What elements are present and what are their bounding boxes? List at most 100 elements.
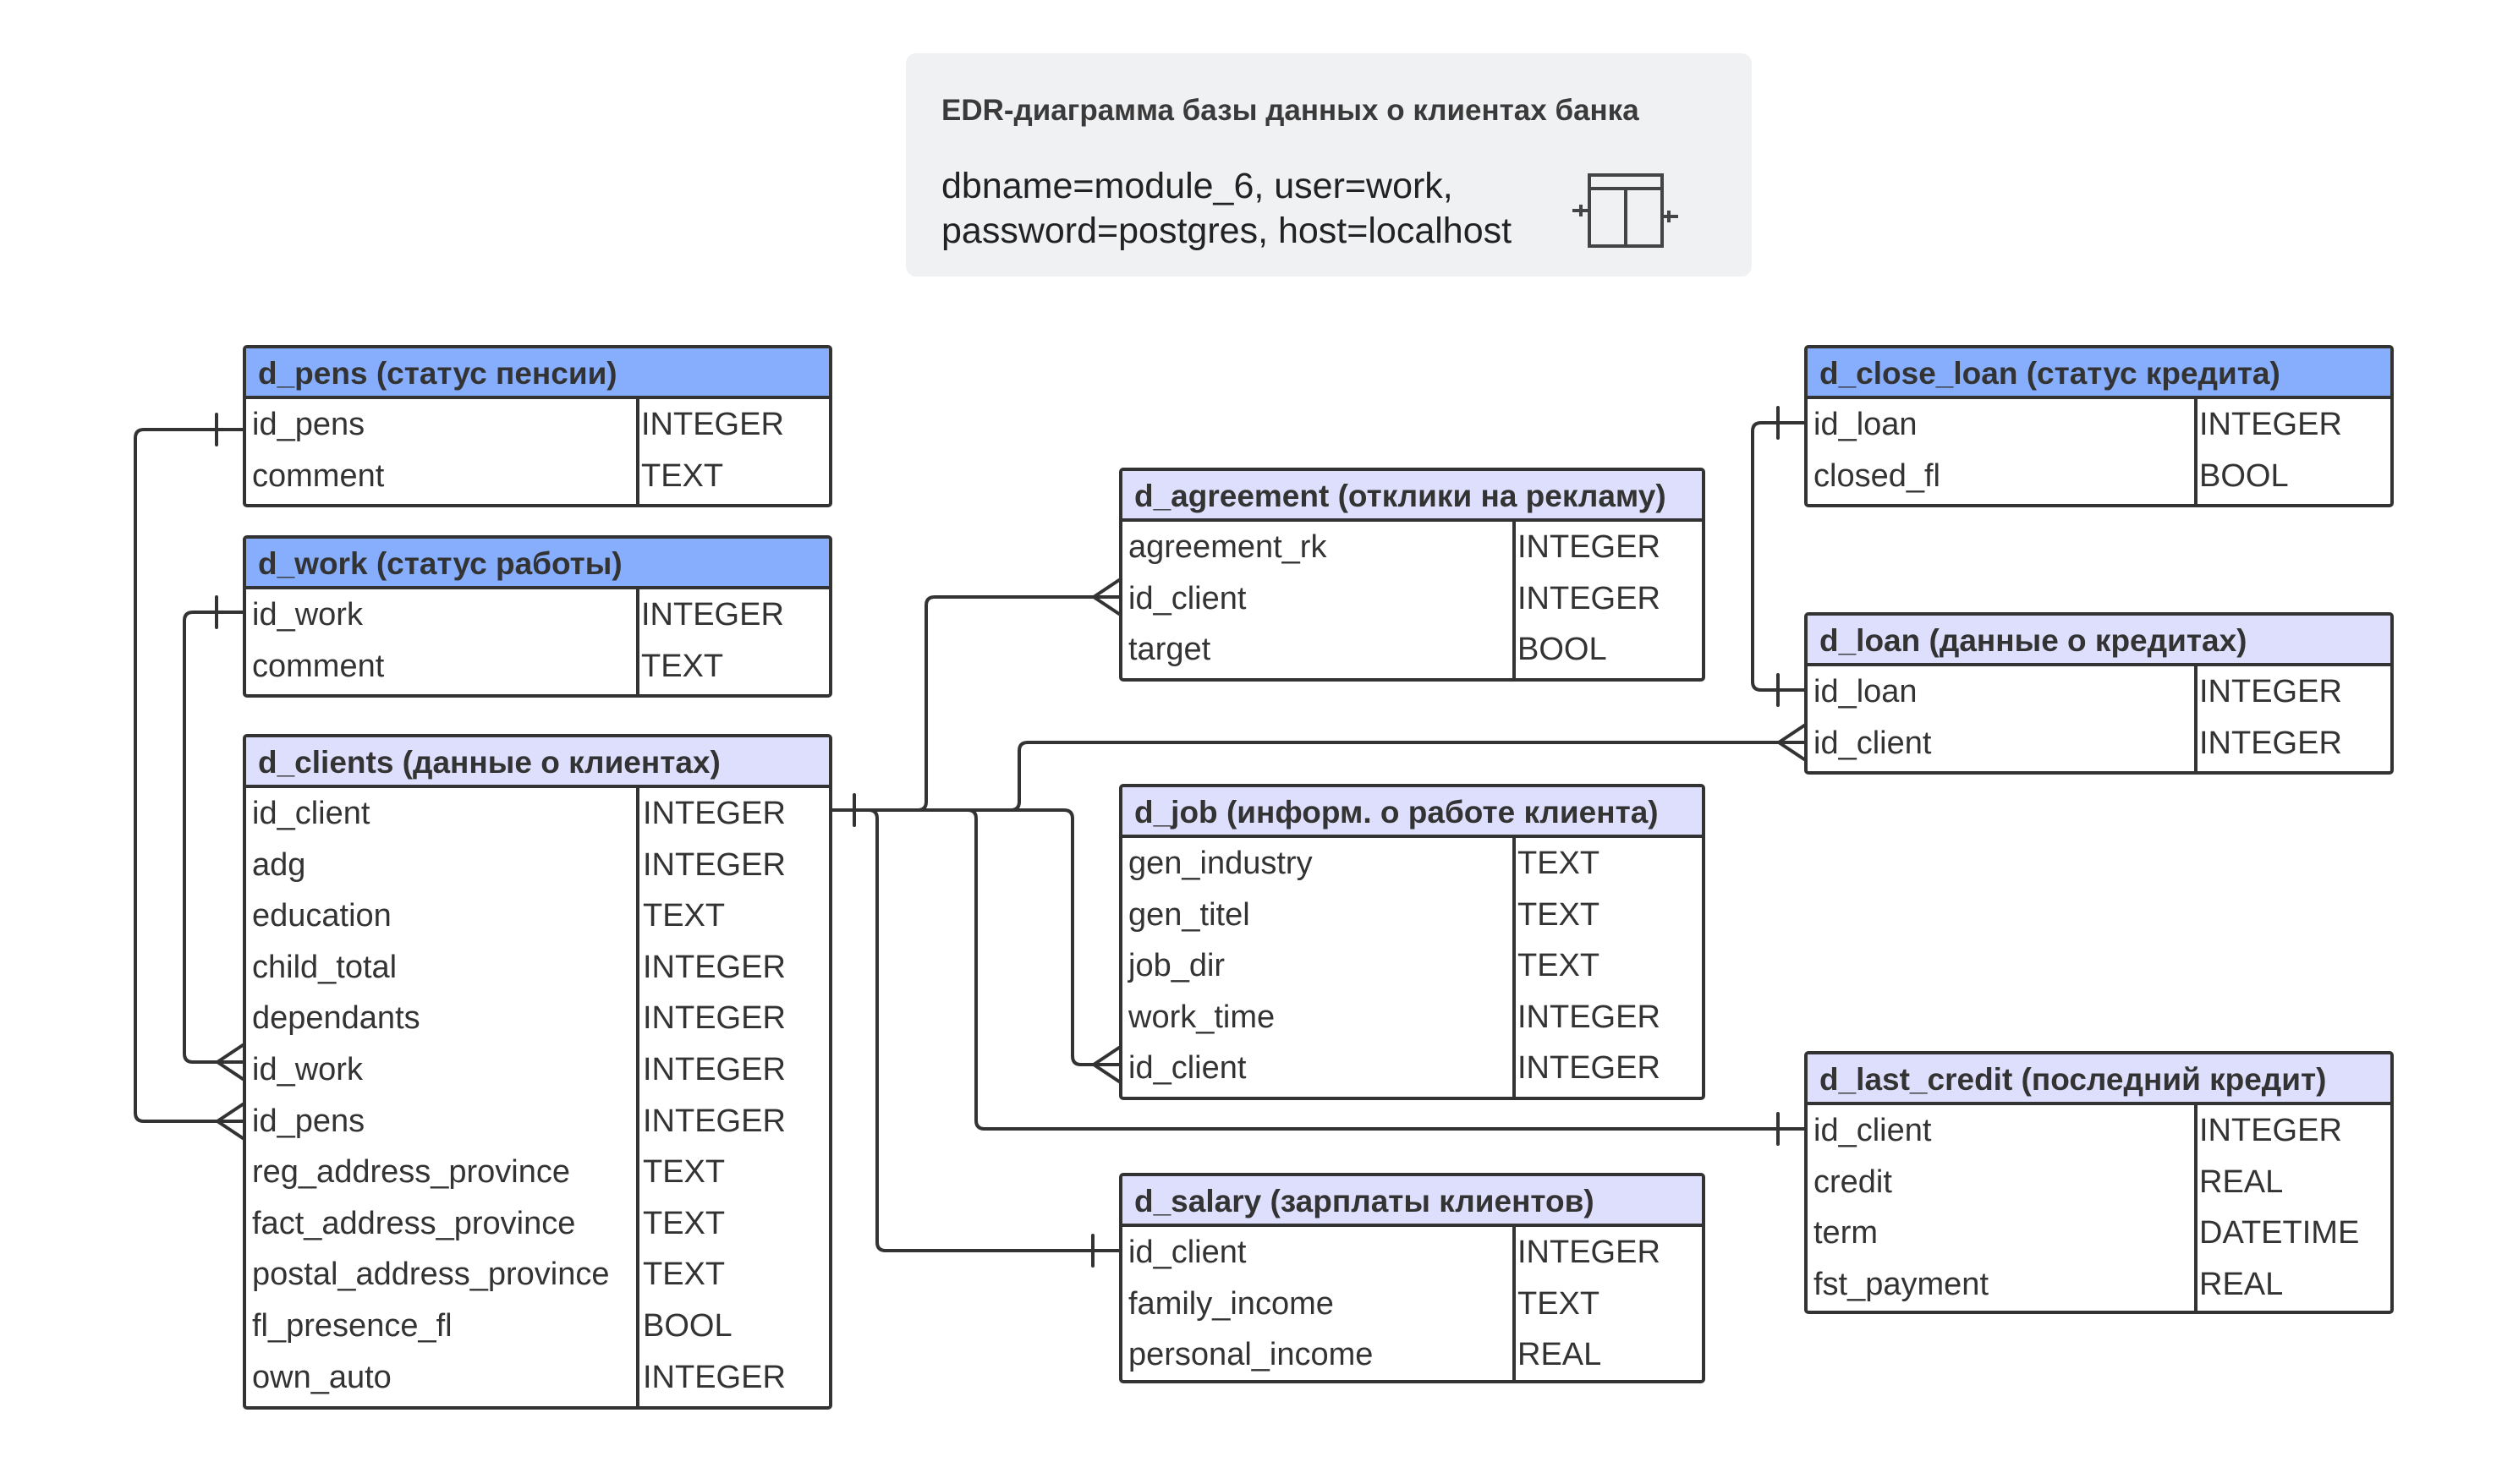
- column-name: personal_income: [1128, 1337, 1374, 1373]
- column-name: comment: [252, 457, 385, 494]
- edge-work-clients: [183, 595, 244, 1081]
- column-row-fst-payment[interactable]: fst_payment REAL: [1808, 1259, 2390, 1311]
- column-name: fst_payment: [1813, 1266, 1989, 1302]
- column-row-gen-industry[interactable]: gen_industry TEXT: [1122, 838, 1702, 890]
- column-name: gen_titel: [1128, 896, 1250, 933]
- table-d-job[interactable]: d_job (информ. о работе клиента) gen_ind…: [1119, 784, 1705, 1100]
- column-name: fact_address_province: [252, 1205, 576, 1241]
- column-row-adg[interactable]: adg INTEGER: [246, 840, 829, 891]
- column-type: BOOL: [2199, 457, 2289, 494]
- diagram-legend: EDR-диаграмма базы данных о клиентах бан…: [906, 53, 1752, 277]
- column-type: TEXT: [1517, 1285, 1600, 1322]
- column-name: id_client: [1128, 1050, 1247, 1087]
- column-type: REAL: [2199, 1266, 2284, 1302]
- column-name: adg: [252, 846, 306, 883]
- table-d-last-credit[interactable]: d_last_credit (последний кредит) id_clie…: [1804, 1051, 2394, 1314]
- column-divider: [1512, 838, 1516, 1097]
- column-type: INTEGER: [1517, 580, 1660, 616]
- column-name: id_client: [1128, 1235, 1247, 1270]
- column-name: id_work: [252, 1051, 363, 1087]
- column-type: INTEGER: [641, 597, 784, 632]
- column-name: id_work: [252, 597, 363, 632]
- column-type: INTEGER: [1517, 1235, 1660, 1270]
- column-type: INTEGER: [641, 407, 784, 442]
- edge-clients-salary: [867, 808, 1121, 1268]
- column-row-id-client[interactable]: id_client INTEGER: [1122, 1227, 1702, 1279]
- column-row-id-work[interactable]: id_work INTEGER: [246, 589, 829, 641]
- table-title: d_pens (статус пенсии): [246, 348, 829, 399]
- column-name: term: [1813, 1215, 1878, 1251]
- column-name: postal_address_province: [252, 1257, 610, 1293]
- column-type: INTEGER: [2199, 407, 2342, 442]
- edge-closeloan-loan: [1751, 406, 1806, 707]
- column-type: TEXT: [643, 1257, 726, 1293]
- edge-clients-loan: [1009, 724, 1806, 812]
- column-name: education: [252, 898, 392, 934]
- column-type: INTEGER: [1517, 1050, 1660, 1087]
- edge-clients-lastcredit: [966, 808, 1806, 1146]
- column-divider: [1512, 1227, 1516, 1380]
- column-divider: [636, 788, 639, 1406]
- column-row-id-client[interactable]: id_client INTEGER: [1122, 1043, 1702, 1094]
- table-d-agreement[interactable]: d_agreement (отклики на рекламу) agreeme…: [1119, 468, 1705, 682]
- column-name: id_loan: [1813, 674, 1918, 709]
- connection-string-line-2: password=postgres, host=localhost: [941, 211, 1512, 251]
- column-type: TEXT: [643, 898, 726, 934]
- column-name: own_auto: [252, 1359, 392, 1395]
- table-title: d_agreement (отклики на рекламу): [1122, 471, 1702, 522]
- column-name: gen_industry: [1128, 846, 1313, 881]
- table-title: d_close_loan (статус кредита): [1808, 348, 2390, 399]
- edge-clients-agreement: [916, 578, 1121, 812]
- column-name: child_total: [252, 949, 398, 985]
- column-type: INTEGER: [2199, 725, 2342, 761]
- column-row-postal-address-province[interactable]: postal_address_province TEXT: [246, 1249, 829, 1301]
- column-name: comment: [252, 648, 385, 684]
- column-row-education[interactable]: education TEXT: [246, 890, 829, 942]
- edge-clients-job: [1071, 817, 1121, 1083]
- column-divider: [636, 589, 639, 694]
- table-title: d_last_credit (последний кредит): [1808, 1054, 2390, 1105]
- column-type: INTEGER: [643, 846, 786, 883]
- column-type: INTEGER: [643, 1000, 786, 1037]
- column-divider: [2194, 399, 2198, 504]
- edge-pens-clients: [134, 413, 244, 1140]
- column-name: id_client: [1813, 1113, 1932, 1148]
- column-divider: [636, 399, 639, 504]
- column-name: target: [1128, 632, 1211, 668]
- column-type: TEXT: [1517, 846, 1600, 881]
